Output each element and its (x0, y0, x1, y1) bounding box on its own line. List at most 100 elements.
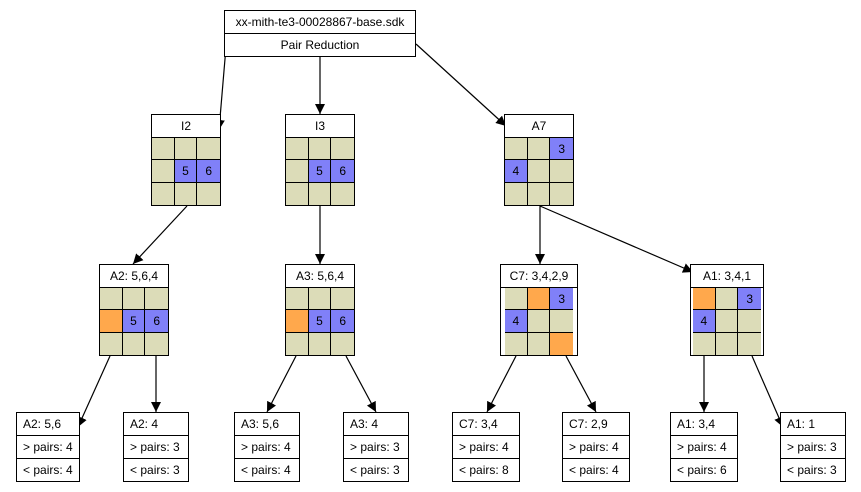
edge-a3-a3_4 (345, 355, 377, 413)
leaf-gt-pairs: > pairs: 3 (124, 435, 188, 458)
grid-cell (197, 182, 220, 205)
leaf-gt-pairs: > pairs: 3 (781, 435, 845, 458)
grid-cell (286, 182, 309, 205)
edge-a3-a3_56 (266, 355, 297, 413)
grid-cell (331, 182, 354, 205)
grid-cell (738, 332, 761, 355)
grid-cell: 3 (738, 288, 761, 311)
grid-cell (693, 332, 716, 355)
grid-cell: 5 (308, 160, 332, 183)
leaf-gt-pairs: > pairs: 4 (563, 435, 629, 458)
grid-cell (715, 310, 739, 333)
grid-cell: 5 (308, 310, 332, 333)
grid-cell: 4 (505, 160, 528, 183)
leaf-a2-4: A2: 4 > pairs: 3 < pairs: 3 (123, 412, 189, 482)
grid-cell (122, 288, 146, 311)
grid-cell (152, 160, 175, 183)
leaf-lt-pairs: < pairs: 4 (235, 458, 299, 481)
grid-cell (286, 332, 309, 355)
root-subtitle: Pair Reduction (225, 33, 415, 56)
grid-cell (550, 160, 573, 183)
grid-cell (505, 288, 528, 311)
leaf-lt-pairs: < pairs: 3 (124, 458, 188, 481)
leaf-label: C7: 3,4 (459, 417, 498, 431)
grid-cell (308, 138, 332, 161)
leaf-label: C7: 2,9 (569, 417, 608, 431)
leaf-lt-pairs: < pairs: 8 (453, 458, 519, 481)
node-label: A1: 3,4,1 (691, 265, 763, 288)
edge-a7-a1 (539, 205, 694, 273)
grid-cell: 4 (505, 310, 528, 333)
grid-cell: 3 (550, 138, 573, 161)
leaf-label: A3: 4 (350, 417, 379, 431)
grid-cell: 5 (122, 310, 146, 333)
leaf-gt-pairs: > pairs: 4 (17, 435, 79, 458)
leaf-a1-1: A1: 1 > pairs: 3 < pairs: 3 (780, 412, 846, 482)
grid-cell (738, 310, 761, 333)
leaf-label: A3: 5,6 (241, 417, 280, 431)
leaf-gt-pairs: > pairs: 4 (671, 435, 737, 458)
grid-cell (505, 332, 528, 355)
grid-cell (715, 332, 739, 355)
node-label: I3 (286, 115, 354, 138)
leaf-a2-56: A2: 5,6 > pairs: 4 < pairs: 4 (16, 412, 80, 482)
grid-cell (145, 288, 168, 311)
grid-cell (152, 138, 175, 161)
leaf-a1-34: A1: 3,4 > pairs: 4 < pairs: 6 (670, 412, 738, 482)
edge-root-a7 (415, 43, 507, 127)
grid-cell: 6 (331, 160, 354, 183)
node-label: A3: 5,6,4 (286, 265, 354, 288)
grid-cell (197, 138, 220, 161)
grid-cell (550, 182, 573, 205)
node-label: A2: 5,6,4 (100, 265, 168, 288)
edge-a1-a1_1 (751, 355, 784, 428)
leaf-c7-34: C7: 3,4 > pairs: 4 < pairs: 8 (452, 412, 520, 482)
grid-cell (331, 332, 354, 355)
grid-cell (527, 332, 551, 355)
grid-cell (527, 310, 551, 333)
grid-cell: 6 (331, 310, 354, 333)
grid-cell (286, 288, 309, 311)
grid-cell (527, 182, 551, 205)
leaf-lt-pairs: < pairs: 4 (17, 458, 79, 481)
leaf-label: A2: 5,6 (23, 417, 62, 431)
grid-cell (286, 138, 309, 161)
leaf-label: A2: 4 (130, 417, 159, 431)
grid-cell (145, 332, 168, 355)
grid-cell: 5 (174, 160, 198, 183)
leaf-label: A1: 1 (787, 417, 816, 431)
node-label: I2 (152, 115, 220, 138)
grid-cell (550, 310, 573, 333)
leaf-gt-pairs: > pairs: 4 (235, 435, 299, 458)
edge-i2-a2 (132, 205, 188, 265)
leaf-lt-pairs: < pairs: 4 (563, 458, 629, 481)
leaf-lt-pairs: < pairs: 3 (344, 458, 408, 481)
node-label: A7 (505, 115, 573, 138)
grid-cell (715, 288, 739, 311)
grid-cell (152, 182, 175, 205)
grid-cell (693, 288, 716, 311)
node-label: C7: 3,4,2,9 (501, 265, 577, 288)
grid-cell (286, 310, 309, 333)
grid-cell (100, 332, 123, 355)
grid-cell (527, 288, 551, 311)
leaf-gt-pairs: > pairs: 3 (344, 435, 408, 458)
grid-cell (331, 138, 354, 161)
grid-cell (100, 288, 123, 311)
leaf-lt-pairs: < pairs: 6 (671, 458, 737, 481)
grid-cell (550, 332, 573, 355)
grid-cell (505, 138, 528, 161)
